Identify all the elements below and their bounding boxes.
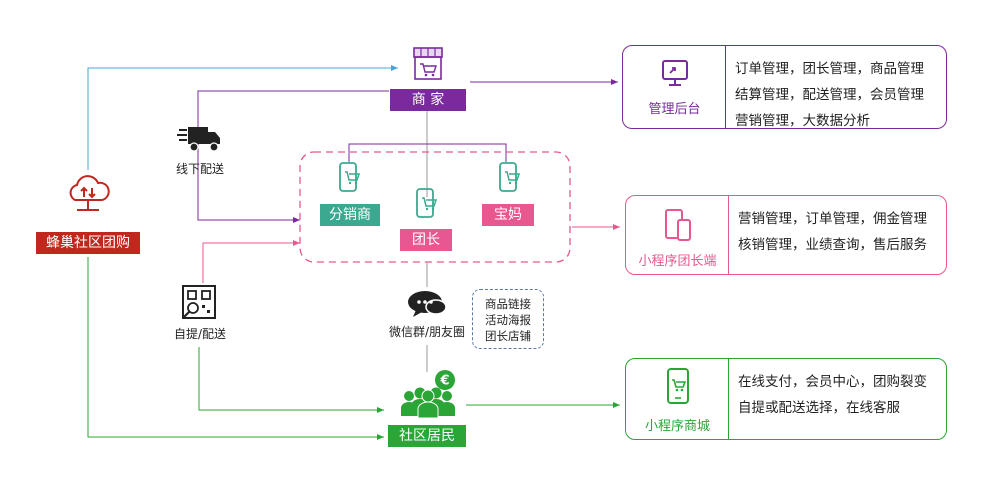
admin-card-left	[623, 46, 726, 128]
cloud-icon	[69, 175, 110, 211]
admin-card-title: 管理后台	[648, 102, 701, 117]
tablet-icon	[665, 209, 691, 241]
phone-cart-icon	[667, 368, 689, 404]
leader-app-card-line: 营销管理，订单管理，佣金管理	[738, 211, 927, 227]
wechat-label: 微信群/朋友圈	[388, 325, 466, 339]
promo-line: 团长店铺	[485, 329, 531, 343]
admin-card-lines: 订单管理，团长管理，商品管理 结算管理，配送管理，会员管理 营销管理，大数据分析	[735, 56, 924, 134]
promo-line: 活动海报	[485, 313, 531, 327]
promo-line: 商品链接	[485, 297, 531, 311]
leader-app-card-left	[626, 196, 729, 274]
euro-coin-icon: €	[435, 370, 455, 390]
brand-to-merchant-line	[87, 67, 398, 170]
qr-scan-icon	[182, 285, 216, 319]
mall-app-card-line: 自提或配送选择，在线客服	[738, 400, 900, 416]
pickup-delivery-label: 自提/配送	[173, 327, 227, 341]
pickup-to-residents-line	[198, 347, 384, 413]
offline-delivery-line	[197, 90, 389, 223]
leader-app-card-title: 小程序团长端	[638, 254, 717, 269]
merchant-label: 商 家	[390, 89, 466, 111]
svg-text:€: €	[439, 374, 449, 389]
admin-card-line: 营销管理，大数据分析	[735, 113, 870, 129]
admin-card-line: 结算管理，配送管理，会员管理	[735, 87, 924, 103]
admin-card: 管理后台 订单管理，团长管理，商品管理 结算管理，配送管理，会员管理 营销管理，…	[622, 45, 947, 129]
store-icon	[413, 47, 443, 80]
leader-app-card-line: 核销管理，业绩查询，售后服务	[738, 237, 927, 253]
mall-app-card-line: 在线支付，会员中心，团购裂变	[738, 374, 927, 390]
role-group-box	[299, 151, 571, 263]
leader-label: 团长	[400, 229, 452, 251]
leader-app-card-lines: 营销管理，订单管理，佣金管理 核销管理，业绩查询，售后服务	[738, 206, 927, 258]
monitor-icon	[662, 60, 688, 86]
chat-bubble-icon	[408, 291, 447, 317]
promo-box: 商品链接 活动海报 团长店铺	[472, 289, 544, 349]
leader-app-card: 小程序团长端 营销管理，订单管理，佣金管理 核销管理，业绩查询，售后服务	[625, 195, 947, 275]
mom-label: 宝妈	[482, 204, 534, 226]
cart-phone-icon	[416, 188, 438, 218]
brand-label: 蜂巢社区团购	[36, 232, 140, 254]
truck-icon	[177, 127, 220, 152]
residents-label: 社区居民	[388, 425, 466, 447]
mall-app-card-title: 小程序商城	[644, 419, 710, 434]
brand-to-residents-line	[87, 257, 384, 440]
brand-node: 蜂巢社区团购	[32, 172, 144, 256]
mall-app-card-lines: 在线支付，会员中心，团购裂变 自提或配送选择，在线客服	[738, 369, 927, 421]
cart-phone-icon	[499, 162, 521, 192]
offline-delivery-label: 线下配送	[175, 162, 224, 176]
cart-phone-icon	[339, 162, 361, 192]
distributor-label: 分销商	[320, 204, 380, 226]
mall-app-card: 小程序商城 在线支付，会员中心，团购裂变 自提或配送选择，在线客服	[625, 358, 947, 440]
people-icon	[401, 387, 455, 418]
admin-card-line: 订单管理，团长管理，商品管理	[735, 61, 924, 77]
pickup-line	[202, 240, 300, 283]
mall-app-card-left	[626, 359, 729, 439]
